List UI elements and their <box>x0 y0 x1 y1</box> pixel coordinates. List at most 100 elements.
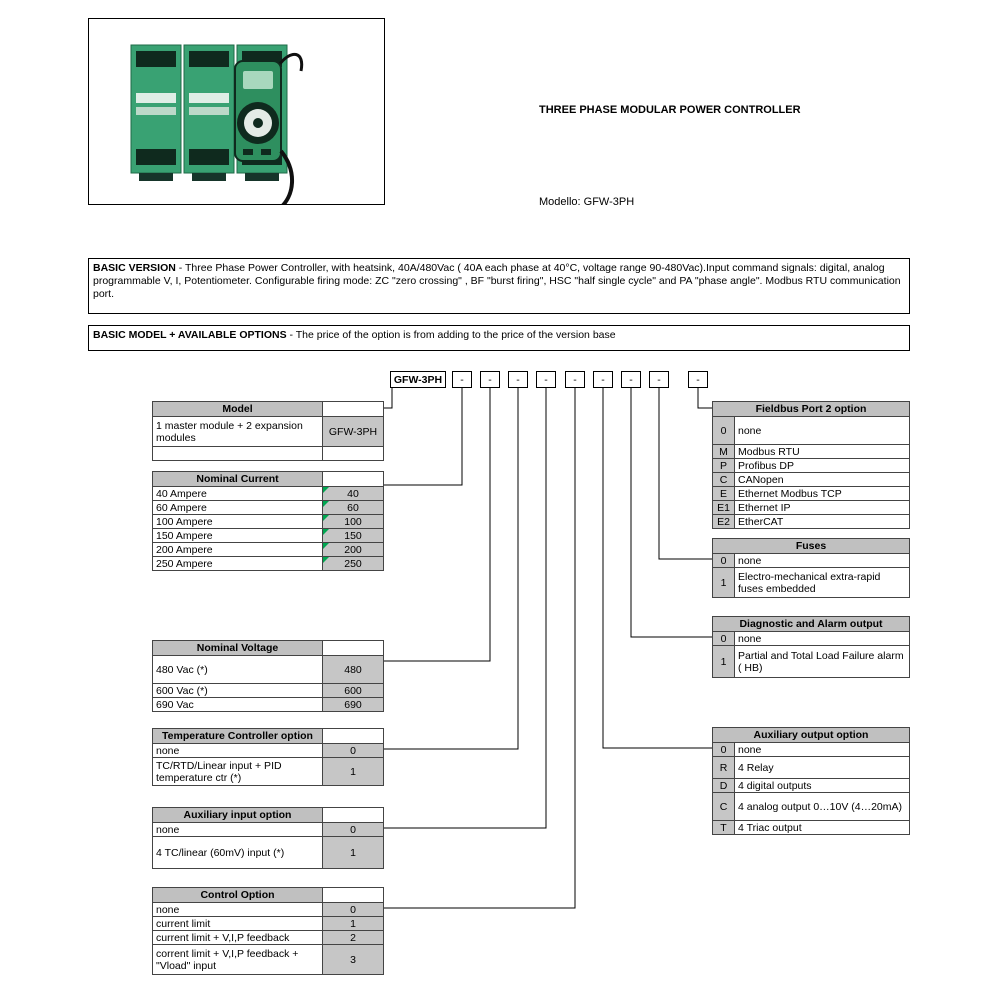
table-fieldbus-port2: Fieldbus Port 2 option 0 none M Modbus R… <box>712 401 910 529</box>
row-label: Ethernet IP <box>738 501 791 514</box>
product-photo-image <box>89 19 384 211</box>
row-label: current limit <box>153 917 323 930</box>
connector-line <box>383 388 393 409</box>
table-row: 0 none <box>713 553 909 567</box>
row-code: C <box>713 473 735 486</box>
row-value: 480 <box>323 656 383 683</box>
table-row: 690 Vac 690 <box>153 697 383 711</box>
model-caption: Modello: GFW-3PH <box>539 196 635 208</box>
cell-value: 150 <box>344 529 362 542</box>
row-value: 150 <box>323 529 383 542</box>
row-value: 690 <box>323 698 383 711</box>
ordering-model-code: GFW-3PH <box>390 371 446 388</box>
row-label: 4 Relay <box>738 761 774 774</box>
header-spacer-cell <box>323 888 383 902</box>
connector-line <box>383 388 463 486</box>
table-row: none 0 <box>153 902 383 916</box>
row-label: Electro-mechanical extra-rapid fuses emb… <box>738 570 881 595</box>
table-row: 100 Ampere 100 <box>153 514 383 528</box>
ordering-dash-4: - <box>536 371 556 388</box>
table-row: 200 Ampere 200 <box>153 542 383 556</box>
table-title: Fuses <box>713 539 909 553</box>
table-title: Auxiliary input option <box>153 808 323 822</box>
row-label: none <box>738 632 762 645</box>
row-value: 40 <box>323 487 383 500</box>
table-nominal-current: Nominal Current 40 Ampere 40 60 Ampere 6… <box>152 471 384 571</box>
table-title: Diagnostic and Alarm output <box>713 617 909 631</box>
table-header-row: Nominal Voltage <box>153 641 383 655</box>
row-code: D <box>713 779 735 792</box>
row-code: 0 <box>713 417 735 444</box>
ordering-dash-3: - <box>508 371 528 388</box>
table-row: 1 Partial and Total Load Failure alarm (… <box>713 645 909 677</box>
green-corner-marker-icon <box>323 501 329 507</box>
ordering-dash-5: - <box>565 371 585 388</box>
row-value: GFW-3PH <box>323 417 383 446</box>
row-value: 0 <box>323 823 383 836</box>
basic-model-label: BASIC MODEL + AVAILABLE OPTIONS <box>93 329 287 341</box>
row-label: 60 Ampere <box>153 501 323 514</box>
row-label: 4 digital outputs <box>738 779 812 792</box>
table-row: R 4 Relay <box>713 756 909 778</box>
row-label: Partial and Total Load Failure alarm ( H… <box>738 649 904 674</box>
table-row: current limit 1 <box>153 916 383 930</box>
table-row: C 4 analog output 0…10V (4…20mA) <box>713 792 909 820</box>
row-label: corrent limit + V,I,P feedback + "Vload"… <box>153 945 323 974</box>
row-label: none <box>738 424 762 437</box>
row-code: P <box>713 459 735 472</box>
connector-line <box>383 388 547 829</box>
row-label: Profibus DP <box>738 459 795 472</box>
row-code: E2 <box>713 515 735 528</box>
row-label: 4 Triac output <box>738 821 802 834</box>
row-label: none <box>153 744 323 757</box>
header-spacer-cell <box>323 729 383 743</box>
table-row: 250 Ampere 250 <box>153 556 383 570</box>
table-fuses: Fuses 0 none 1 Electro-mechanical extra-… <box>712 538 910 598</box>
row-code: 0 <box>713 743 735 756</box>
row-code: C <box>713 793 735 820</box>
row-label: 1 master module + 2 expansion modules <box>153 417 323 446</box>
connector-line <box>383 388 491 662</box>
ordering-dash-8: - <box>649 371 669 388</box>
table-nominal-voltage: Nominal Voltage 480 Vac (*) 480 600 Vac … <box>152 640 384 712</box>
ordering-dash-7: - <box>621 371 641 388</box>
row-label: Ethernet Modbus TCP <box>738 487 842 500</box>
row-value: 60 <box>323 501 383 514</box>
row-code: 0 <box>713 632 735 645</box>
table-model: Model 1 master module + 2 expansion modu… <box>152 401 384 461</box>
ordering-dash-9: - <box>688 371 708 388</box>
header-spacer-cell <box>323 472 383 486</box>
table-header-row: Auxiliary output option <box>713 728 909 742</box>
header-spacer-cell <box>323 641 383 655</box>
table-row: C CANopen <box>713 472 909 486</box>
row-label: TC/RTD/Linear input + PID temperature ct… <box>153 758 323 785</box>
ordering-dash-1: - <box>452 371 472 388</box>
table-title: Auxiliary output option <box>713 728 909 742</box>
table-auxiliary-output: Auxiliary output option 0 none R 4 Relay… <box>712 727 910 835</box>
row-label: 600 Vac (*) <box>153 684 323 697</box>
table-row: TC/RTD/Linear input + PID temperature ct… <box>153 757 383 785</box>
table-row: none 0 <box>153 743 383 757</box>
table-header-row: Fuses <box>713 539 909 553</box>
connector-line <box>383 388 576 909</box>
table-row: 150 Ampere 150 <box>153 528 383 542</box>
table-diagnostic-alarm: Diagnostic and Alarm output 0 none 1 Par… <box>712 616 910 678</box>
row-code: T <box>713 821 735 834</box>
row-code: M <box>713 445 735 458</box>
connector-line <box>383 388 519 750</box>
table-title: Nominal Current <box>153 472 323 486</box>
cell-value: 40 <box>347 487 359 500</box>
table-auxiliary-input: Auxiliary input option none 0 4 TC/linea… <box>152 807 384 869</box>
row-code: R <box>713 757 735 778</box>
table-control-option: Control Option none 0 current limit 1 cu… <box>152 887 384 975</box>
table-row: 600 Vac (*) 600 <box>153 683 383 697</box>
row-value: 0 <box>323 744 383 757</box>
row-value: 1 <box>323 837 383 868</box>
row-label: Modbus RTU <box>738 445 800 458</box>
row-value: 1 <box>323 758 383 785</box>
table-row: E2 EtherCAT <box>713 514 909 528</box>
row-label: 250 Ampere <box>153 557 323 570</box>
table-row <box>153 446 383 460</box>
header-spacer-cell <box>323 808 383 822</box>
row-label: 690 Vac <box>153 698 323 711</box>
